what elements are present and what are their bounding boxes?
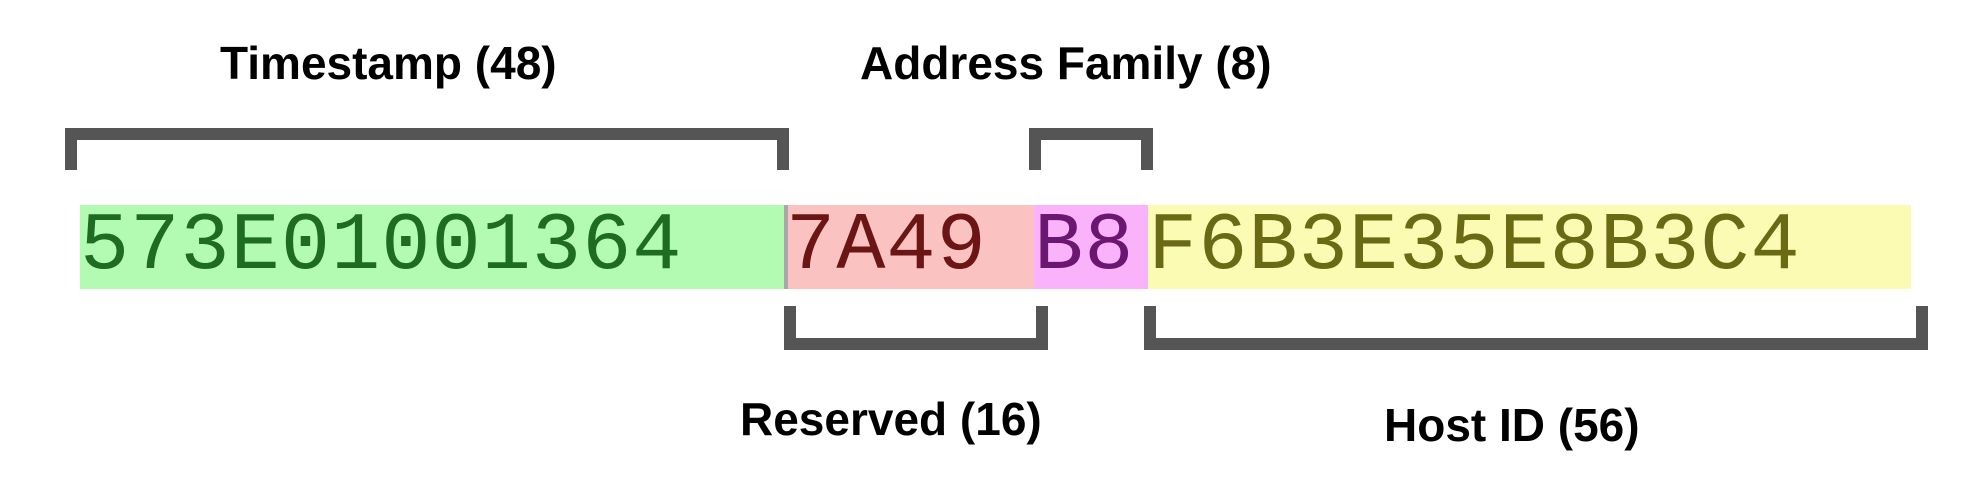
segment-separator [784,205,788,289]
address-family-label: Address Family (8) [860,37,1272,89]
timestamp-hex: 573E01001364 [80,205,786,289]
address-family-hex: B8 [1034,205,1148,289]
address-family-bracket [1026,125,1156,175]
timestamp-bracket-path [65,128,789,170]
timestamp-label: Timestamp (48) [220,37,557,89]
reserved-bracket [782,300,1052,355]
host-id-bracket [1142,300,1932,355]
host-id-hex: F6B3E35E8B3C4 [1148,205,1911,289]
reserved-label: Reserved (16) [740,393,1042,445]
host-id-label: Host ID (56) [1384,399,1640,451]
reserved-hex: 7A49 [786,205,1034,289]
address-family-bracket-path [1029,128,1153,170]
timestamp-bracket [62,125,792,175]
reserved-bracket-path [784,306,1048,350]
host-id-bracket-path [1144,306,1928,350]
